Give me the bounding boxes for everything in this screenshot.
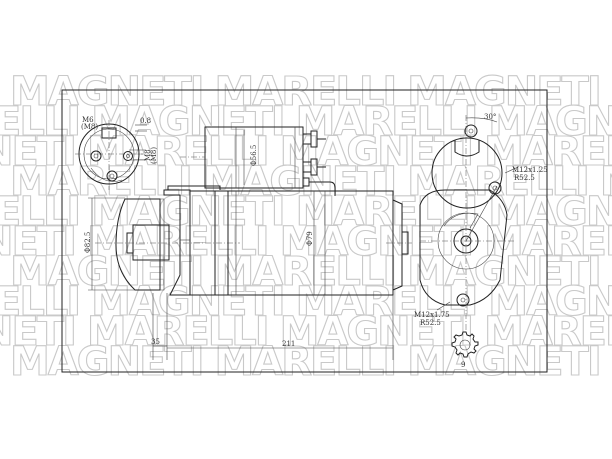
watermark-row: MAGNETI MARELLI MAGNETI MARELLI xyxy=(10,249,612,295)
flange-front-view xyxy=(419,115,519,358)
label-bottom-bolt-radius: R52.5 xyxy=(420,319,441,327)
label-terminal-m6: M6 xyxy=(82,116,94,124)
pinion-gear xyxy=(451,331,479,358)
label-top-bolt: M12x1.25 xyxy=(512,166,548,174)
watermark-row: ELLI MAGNETI MARELLI MAGNETI MAR xyxy=(0,279,612,325)
label-bottom-bolt: M12x1.75 xyxy=(414,311,450,319)
label-motor-diameter: Φ79 xyxy=(306,231,314,246)
label-terminal-m8: M8 xyxy=(144,149,152,161)
label-overall-length: 211 xyxy=(282,340,295,348)
label-top-bolt-radius: R52.5 xyxy=(514,174,535,182)
label-flange-diameter: Φ82.5 xyxy=(84,232,92,253)
drawing-frame xyxy=(61,89,548,373)
starter-side-view xyxy=(88,126,412,360)
watermark-row: MAGNETI MARELLI MAGNETI MARELLI xyxy=(10,69,612,115)
label-pinion-offset: 35 xyxy=(151,338,160,346)
label-terminal-m6-alt: (M8) xyxy=(81,123,98,131)
terminal-end-view xyxy=(75,120,147,190)
watermark-row: ELLI MAGNETI MARELLI MAGNETI MAR xyxy=(0,189,612,235)
watermark-row: NETI MARELLI MAGNETI MARELLI MAG xyxy=(0,219,612,265)
label-solenoid-diameter: Φ56.5 xyxy=(250,145,258,166)
label-terminal-m8-alt: (M8) xyxy=(150,147,158,164)
label-terminal-clearance: 0.8 xyxy=(140,117,151,125)
watermark-row: NETI MARELLI MAGNETI MARELLI MAG xyxy=(0,129,612,175)
label-angle: 30° xyxy=(484,113,496,121)
watermark-row: MAGNETI MARELLI MAGNETI MARELLI xyxy=(10,339,612,385)
label-pinion-teeth: 9 xyxy=(461,361,465,369)
watermark-row: NETI MARELLI MAGNETI MARELLI MAG xyxy=(0,309,612,355)
